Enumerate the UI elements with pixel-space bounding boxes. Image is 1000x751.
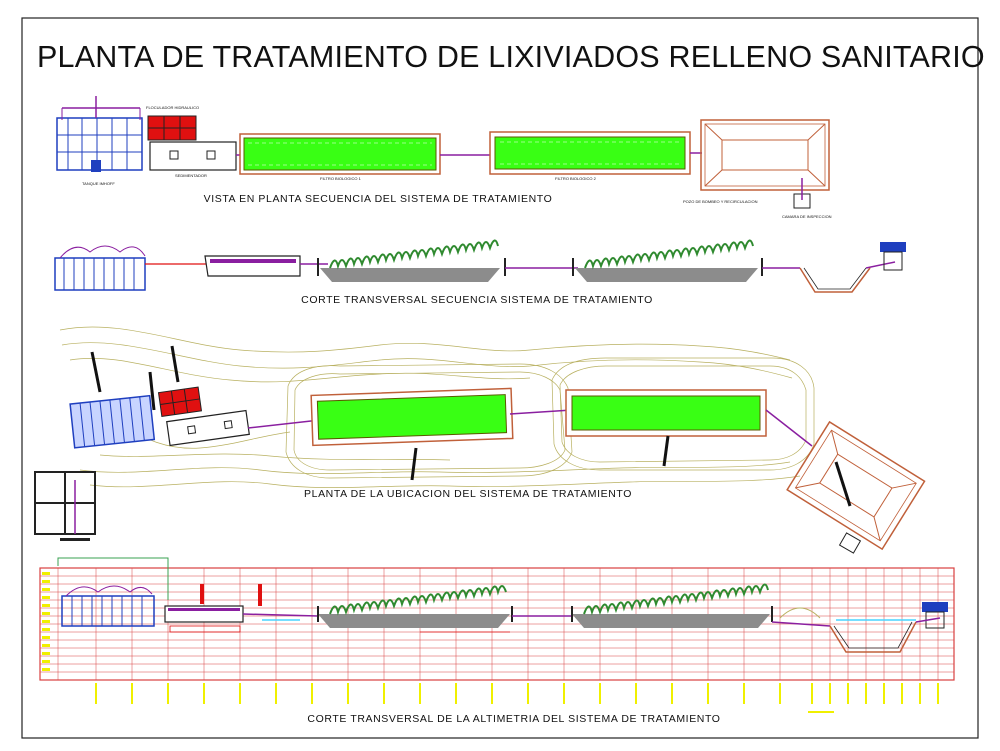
profile-blue-tank [61,585,155,627]
profile-pond [829,602,948,653]
sheet-border [21,17,979,739]
location-grid-key [34,471,96,541]
section-sedimentation [204,255,301,277]
location-plan-diagram [34,326,926,554]
location-final-pond [786,420,926,551]
profile-station-markers [95,683,939,704]
location-plan-caption: PLANTA DE LA UBICACION DEL SISTEMA DE TR… [304,488,632,500]
page-title: PLANTA DE TRATAMIENTO DE LIXIVIADOS RELL… [37,40,985,74]
svg-text:FILTRO BIOLOGICO 2: FILTRO BIOLOGICO 2 [555,176,597,181]
plan-view-diagram: FLOCULADOR HIDRAULICO TANQUE IMHOFF SEDI… [56,96,832,219]
section-wetland-2 [572,239,763,282]
profile-sedimentation [164,584,262,633]
plan-gray-basin [149,141,237,171]
elevation-tick [42,588,50,591]
elevation-tick [42,668,50,671]
elevation-tick [42,612,50,615]
location-inspection-box [838,532,862,554]
section-cut-markers [90,345,852,507]
terrain-contours [59,326,815,488]
location-red-tank [157,386,203,417]
plan-red-tank [147,115,197,141]
plan-view-caption: VISTA EN PLANTA SECUENCIA DEL SISTEMA DE… [203,193,553,205]
svg-text:CAMARA DE INSPECCION: CAMARA DE INSPECCION [782,214,832,219]
section-blue-tank [54,245,146,291]
profile-elevation-ticks [42,572,50,671]
elevation-tick [42,572,50,575]
elevation-tick [42,636,50,639]
svg-text:FLOCULADOR HIDRAULICO: FLOCULADOR HIDRAULICO [146,105,199,110]
svg-text:POZO DE BOMBEO Y RECIRCULACION: POZO DE BOMBEO Y RECIRCULACION [683,199,758,204]
elevation-tick [42,580,50,583]
section-wetland-1 [317,239,506,282]
location-wetland-2 [565,389,767,437]
altimetry-section-caption: CORTE TRANSVERSAL DE LA ALTIMETRIA DEL S… [307,713,721,725]
elevation-tick [42,644,50,647]
cross-section-caption: CORTE TRANSVERSAL SECUENCIA SISTEMA DE T… [301,294,653,306]
plan-wetland-1 [239,133,441,175]
elevation-tick [42,596,50,599]
profile-wetland-2 [571,583,773,628]
cross-section-diagram [54,239,906,293]
location-blue-tank [69,394,156,449]
svg-text:SEDIMENTADOR: SEDIMENTADOR [175,173,207,178]
location-wetland-1 [310,387,514,447]
section-pond [799,242,906,293]
plan-wetland-2 [489,131,691,175]
elevation-tick [42,660,50,663]
svg-text:TANQUE IMHOFF: TANQUE IMHOFF [82,181,115,186]
elevation-tick [42,604,50,607]
altimetry-profile-diagram [39,557,955,713]
location-sedimentation [166,409,250,447]
profile-wetland-1 [317,585,513,633]
svg-text:FILTRO BIOLOGICO 1: FILTRO BIOLOGICO 1 [320,176,362,181]
plan-blue-tank [56,96,143,172]
elevation-tick [42,652,50,655]
elevation-tick [42,628,50,631]
profile-boundary-line [57,557,169,600]
plan-final-pond [700,119,830,209]
elevation-tick [42,620,50,623]
